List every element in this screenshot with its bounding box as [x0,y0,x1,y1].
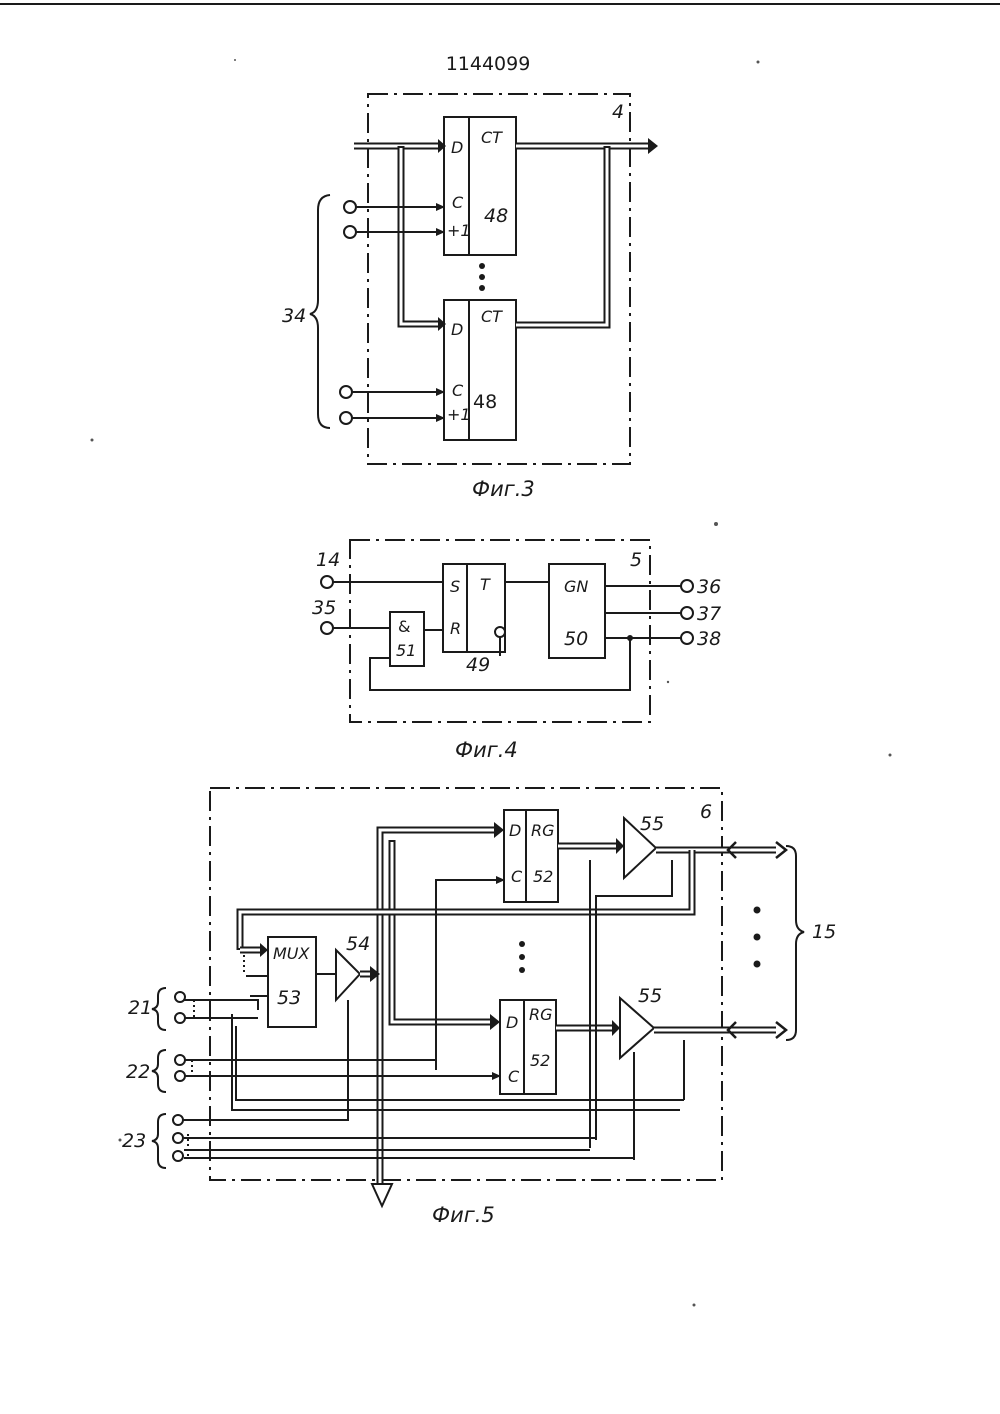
counter-pin-d: D [451,138,463,157]
output-terminal-36 [681,580,693,592]
and-gate-number: 51 [396,641,416,660]
counter-pin-inc: +1 [447,221,471,240]
fig5-brace-21 [152,988,166,1030]
fig3-counter-2: D C +1 CT 48 [444,300,516,440]
fig3-group-label: 34 [282,305,306,327]
counter-pin-inc: +1 [447,405,471,424]
input-terminal [344,201,356,213]
fig5-register-2: D C RG 52 [500,1000,556,1094]
buffer-triangle [336,950,360,1000]
mux-number: 53 [277,987,301,1009]
fig5-mux: MUX 53 [268,937,316,1027]
fig5-register-1: D C RG 52 [504,810,558,902]
trigger-pin-r: R [450,619,461,638]
register-pin-d: D [506,1013,518,1032]
input-terminal [173,1151,183,1161]
patent-number: 1144099 [446,53,531,75]
counter-number: 48 [473,391,497,413]
register-type: RG [529,1005,553,1024]
trigger-pin-s: S [450,577,460,596]
fig5-block-number: 6 [700,801,712,823]
fig3-output-bus [516,138,658,325]
counter-type: CT [481,307,503,326]
register-pin-c: C [508,1067,520,1086]
fig3-caption: Фиг.3 [472,477,535,501]
driver-number: 55 [638,985,662,1007]
input-terminal [340,386,352,398]
input-terminal [173,1115,183,1125]
fig5-group-label-21: 21 [128,997,152,1019]
fig5-driver-1: 55 [624,813,664,878]
fig4-generator: GN 50 [549,564,605,658]
fig4-output-label-36: 36 [697,576,721,598]
driver-number: 55 [640,813,664,835]
buffer-number: 54 [346,933,370,955]
counter-number: 48 [484,205,508,227]
counter-pin-c: C [452,193,464,212]
fig4-trigger: S R T 49 [443,564,505,676]
fig4-input-label-35: 35 [312,597,336,619]
fig5-input-terminals [173,992,185,1161]
input-terminal [344,226,356,238]
input-terminal-14 [321,576,333,588]
input-terminal [175,1071,185,1081]
fig3-counter-1: D C +1 CT 48 [444,117,516,255]
fig5-brace-22 [152,1050,166,1092]
fig5-ellipsis-center [519,941,525,973]
fig5-driver-2: 55 [620,985,662,1058]
register-number: 52 [533,867,553,886]
fig4-caption: Фиг.4 [455,738,518,762]
fig4-output-label-38: 38 [697,628,721,650]
fig5-brace-15 [786,846,804,1040]
output-terminal-38 [681,632,693,644]
fig5-group-label-22: 22 [126,1061,150,1083]
inverted-output-icon [495,627,505,637]
input-terminal [175,1055,185,1065]
input-terminal [340,412,352,424]
fig5-group-label-23: 23 [122,1130,146,1152]
fig3-ellipsis [479,263,485,291]
fig5-buffer: 54 [336,933,370,1000]
counter-type: CT [481,128,503,147]
generator-number: 50 [564,628,588,650]
counter-pin-d: D [451,320,463,339]
register-number: 52 [530,1051,550,1070]
fig3-control-inputs [340,201,444,424]
register-pin-d: D [509,821,521,840]
trigger-type: T [480,575,491,594]
register-pin-c: C [511,867,523,886]
counter-pin-c: C [452,381,464,400]
fig4-and-gate: & 51 [390,612,424,666]
figure-4: 5 S R T 49 & 51 GN 50 [312,540,721,762]
fig4-input-label-14: 14 [316,549,340,571]
figure-5: 6 D C RG 52 D C RG 52 [122,788,836,1227]
driver-triangle [620,998,654,1058]
fig5-wires [180,860,684,1160]
fig4-block-number: 5 [630,549,642,571]
figure-3: 4 D C +1 CT 48 D C +1 CT 48 [282,94,658,501]
trigger-number: 49 [466,654,490,676]
fig3-brace [310,195,330,428]
fig5-brace-23 [152,1114,166,1168]
output-terminal-37 [681,607,693,619]
mux-type: MUX [273,944,311,963]
and-gate-symbol: & [398,617,410,636]
register-type: RG [531,821,555,840]
fig4-output-label-37: 37 [697,603,721,625]
input-terminal-35 [321,622,333,634]
fig3-block-number: 4 [612,101,624,123]
fig5-caption: Фиг.5 [432,1203,495,1227]
fig5-bus-label-15: 15 [812,921,836,943]
input-terminal [173,1133,183,1143]
input-terminal [175,1013,185,1023]
input-terminal [175,992,185,1002]
generator-type: GN [564,577,588,596]
fig5-ellipsis-right [754,907,761,968]
